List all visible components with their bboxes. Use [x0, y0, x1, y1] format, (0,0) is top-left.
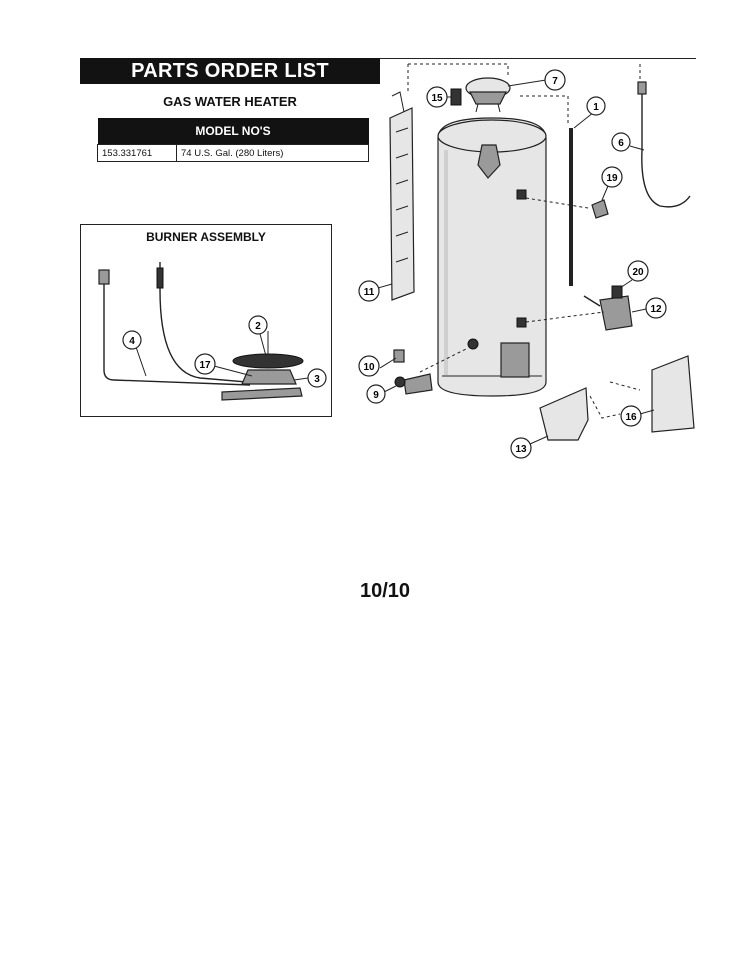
svg-text:7: 7 [552, 76, 558, 87]
svg-text:4: 4 [129, 336, 135, 347]
svg-text:1: 1 [593, 102, 599, 113]
burner-callouts: 2 3 4 17 [122, 315, 327, 388]
parts-order-list-title: PARTS ORDER LIST [80, 58, 380, 84]
page-number: 10/10 [359, 580, 411, 602]
callout-2: 2 [248, 315, 268, 357]
callout-13: 13 [510, 435, 549, 459]
burner-assembly-drawing [98, 262, 304, 401]
anode-rod-head [450, 88, 462, 106]
callout-9: 9 [366, 384, 397, 404]
product-subtitle: GAS WATER HEATER [163, 94, 297, 109]
svg-text:17: 17 [199, 360, 211, 371]
callout-12: 12 [631, 297, 667, 319]
model-table-header: MODEL NO'S [97, 118, 369, 145]
assembly-leader-lines [407, 63, 641, 419]
flue-cap [465, 77, 511, 113]
model-number: 153.331761 [97, 144, 177, 162]
callout-17: 17 [194, 353, 253, 377]
jacket-cover [651, 355, 695, 433]
table-row: 153.331761 74 U.S. Gal. (280 Liters) [97, 144, 369, 162]
water-heater-tank [437, 117, 547, 397]
callout-7: 7 [507, 69, 566, 91]
tank-port-lower [516, 317, 527, 328]
access-panel [500, 342, 530, 378]
svg-text:3: 3 [314, 374, 320, 385]
callout-1: 1 [573, 96, 606, 129]
svg-text:2: 2 [255, 321, 261, 332]
drain-valve [393, 349, 433, 395]
flue-baffle [389, 91, 415, 301]
callout-11: 11 [358, 280, 393, 302]
callout-6: 6 [611, 132, 645, 152]
pilot-tube [103, 282, 251, 386]
outer-door [539, 387, 589, 441]
svg-text:20: 20 [632, 267, 644, 278]
svg-text:15: 15 [431, 93, 443, 104]
model-table: MODEL NO'S 153.331761 74 U.S. Gal. (280 … [97, 118, 369, 162]
svg-text:10: 10 [363, 362, 375, 373]
svg-text:9: 9 [373, 390, 379, 401]
tube-fitting [98, 269, 110, 285]
thermocouple-tip [156, 267, 164, 289]
burner-assembly-panel: BURNER ASSEMBLY [80, 224, 332, 417]
burner-head [232, 353, 304, 369]
svg-text:12: 12 [650, 304, 662, 315]
temperature-knob [591, 199, 609, 219]
manifold-tube [221, 387, 303, 401]
callout-3: 3 [293, 368, 327, 388]
svg-text:11: 11 [364, 287, 375, 298]
callout-19: 19 [601, 166, 623, 201]
svg-text:13: 13 [515, 444, 527, 455]
svg-text:6: 6 [618, 138, 624, 149]
model-description: 74 U.S. Gal. (280 Liters) [176, 144, 369, 162]
gas-supply-line [641, 84, 691, 208]
svg-text:16: 16 [625, 412, 637, 423]
callout-20: 20 [619, 260, 649, 289]
callout-4: 4 [122, 330, 147, 377]
burner-assembly-title: BURNER ASSEMBLY [146, 230, 266, 244]
relief-valve [477, 144, 501, 179]
gas-control-valve [583, 285, 633, 331]
burner-body [241, 369, 297, 385]
diagram-callouts: 1 6 7 9 10 11 12 [358, 69, 667, 459]
tank-port-upper [516, 189, 527, 200]
callout-10: 10 [358, 355, 397, 377]
svg-text:19: 19 [606, 173, 618, 184]
header-rule [380, 58, 696, 59]
thermocouple-lead [159, 262, 259, 384]
drain-port [467, 338, 479, 350]
callout-16: 16 [620, 405, 655, 427]
callout-15: 15 [426, 86, 452, 108]
